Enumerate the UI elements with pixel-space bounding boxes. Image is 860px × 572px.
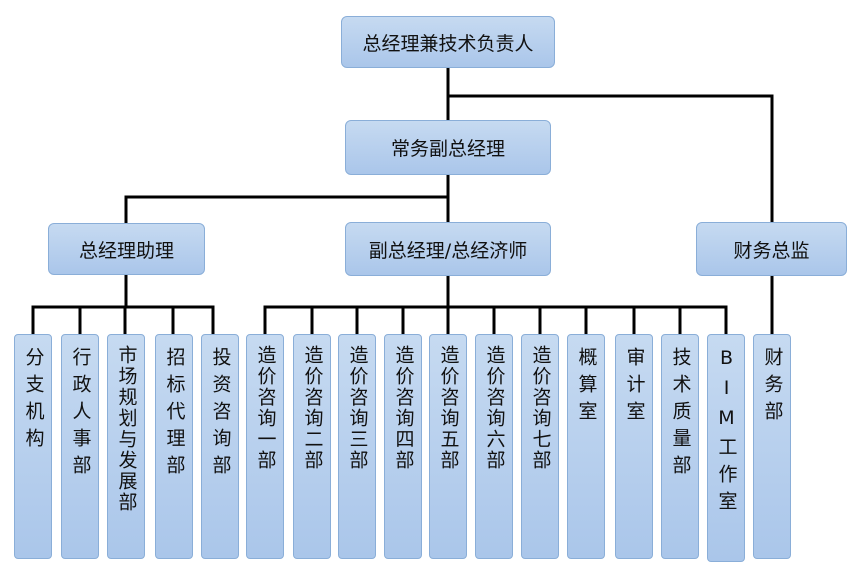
- dept-market-planning: 市场规划与发展部: [107, 334, 145, 559]
- evp-box: 常务副总经理: [345, 120, 551, 175]
- dept-investment-consulting: 投资咨询部: [201, 334, 239, 559]
- cfo-box: 财务总监: [696, 222, 847, 276]
- deputy-label: 副总经理/总经济师: [368, 239, 528, 262]
- dept-cost-consulting-1: 造价咨询一部: [246, 334, 284, 559]
- dept-cost-consulting-7: 造价咨询七部: [521, 334, 559, 559]
- dept-cost-consulting-2: 造价咨询二部: [293, 334, 331, 559]
- ceo-label: 总经理兼技术负责人: [362, 32, 534, 55]
- dept-finance: 财务部: [753, 334, 791, 559]
- evp-label: 常务副总经理: [390, 138, 505, 160]
- dept-bim-studio: BIM工作室: [707, 334, 745, 562]
- dept-cost-consulting-3: 造价咨询三部: [338, 334, 376, 559]
- dept-cost-consulting-5: 造价咨询五部: [429, 334, 467, 559]
- assistant-box: 总经理助理: [48, 223, 205, 275]
- dept-tender-agency: 招标代理部: [155, 334, 193, 559]
- cfo-label: 财务总监: [733, 239, 810, 262]
- dept-technical-quality: 技术质量部: [661, 334, 699, 559]
- deputy-box: 副总经理/总经济师: [345, 222, 551, 276]
- assistant-label: 总经理助理: [78, 239, 174, 262]
- dept-cost-consulting-6: 造价咨询六部: [475, 334, 513, 559]
- ceo-box: 总经理兼技术负责人: [341, 16, 555, 68]
- dept-branch-offices: 分支机构: [14, 334, 52, 559]
- dept-admin-hr: 行政人事部: [61, 334, 99, 559]
- dept-cost-consulting-4: 造价咨询四部: [384, 334, 422, 559]
- dept-budget-estimation: 概算室: [567, 334, 605, 559]
- dept-audit: 审计室: [615, 334, 653, 559]
